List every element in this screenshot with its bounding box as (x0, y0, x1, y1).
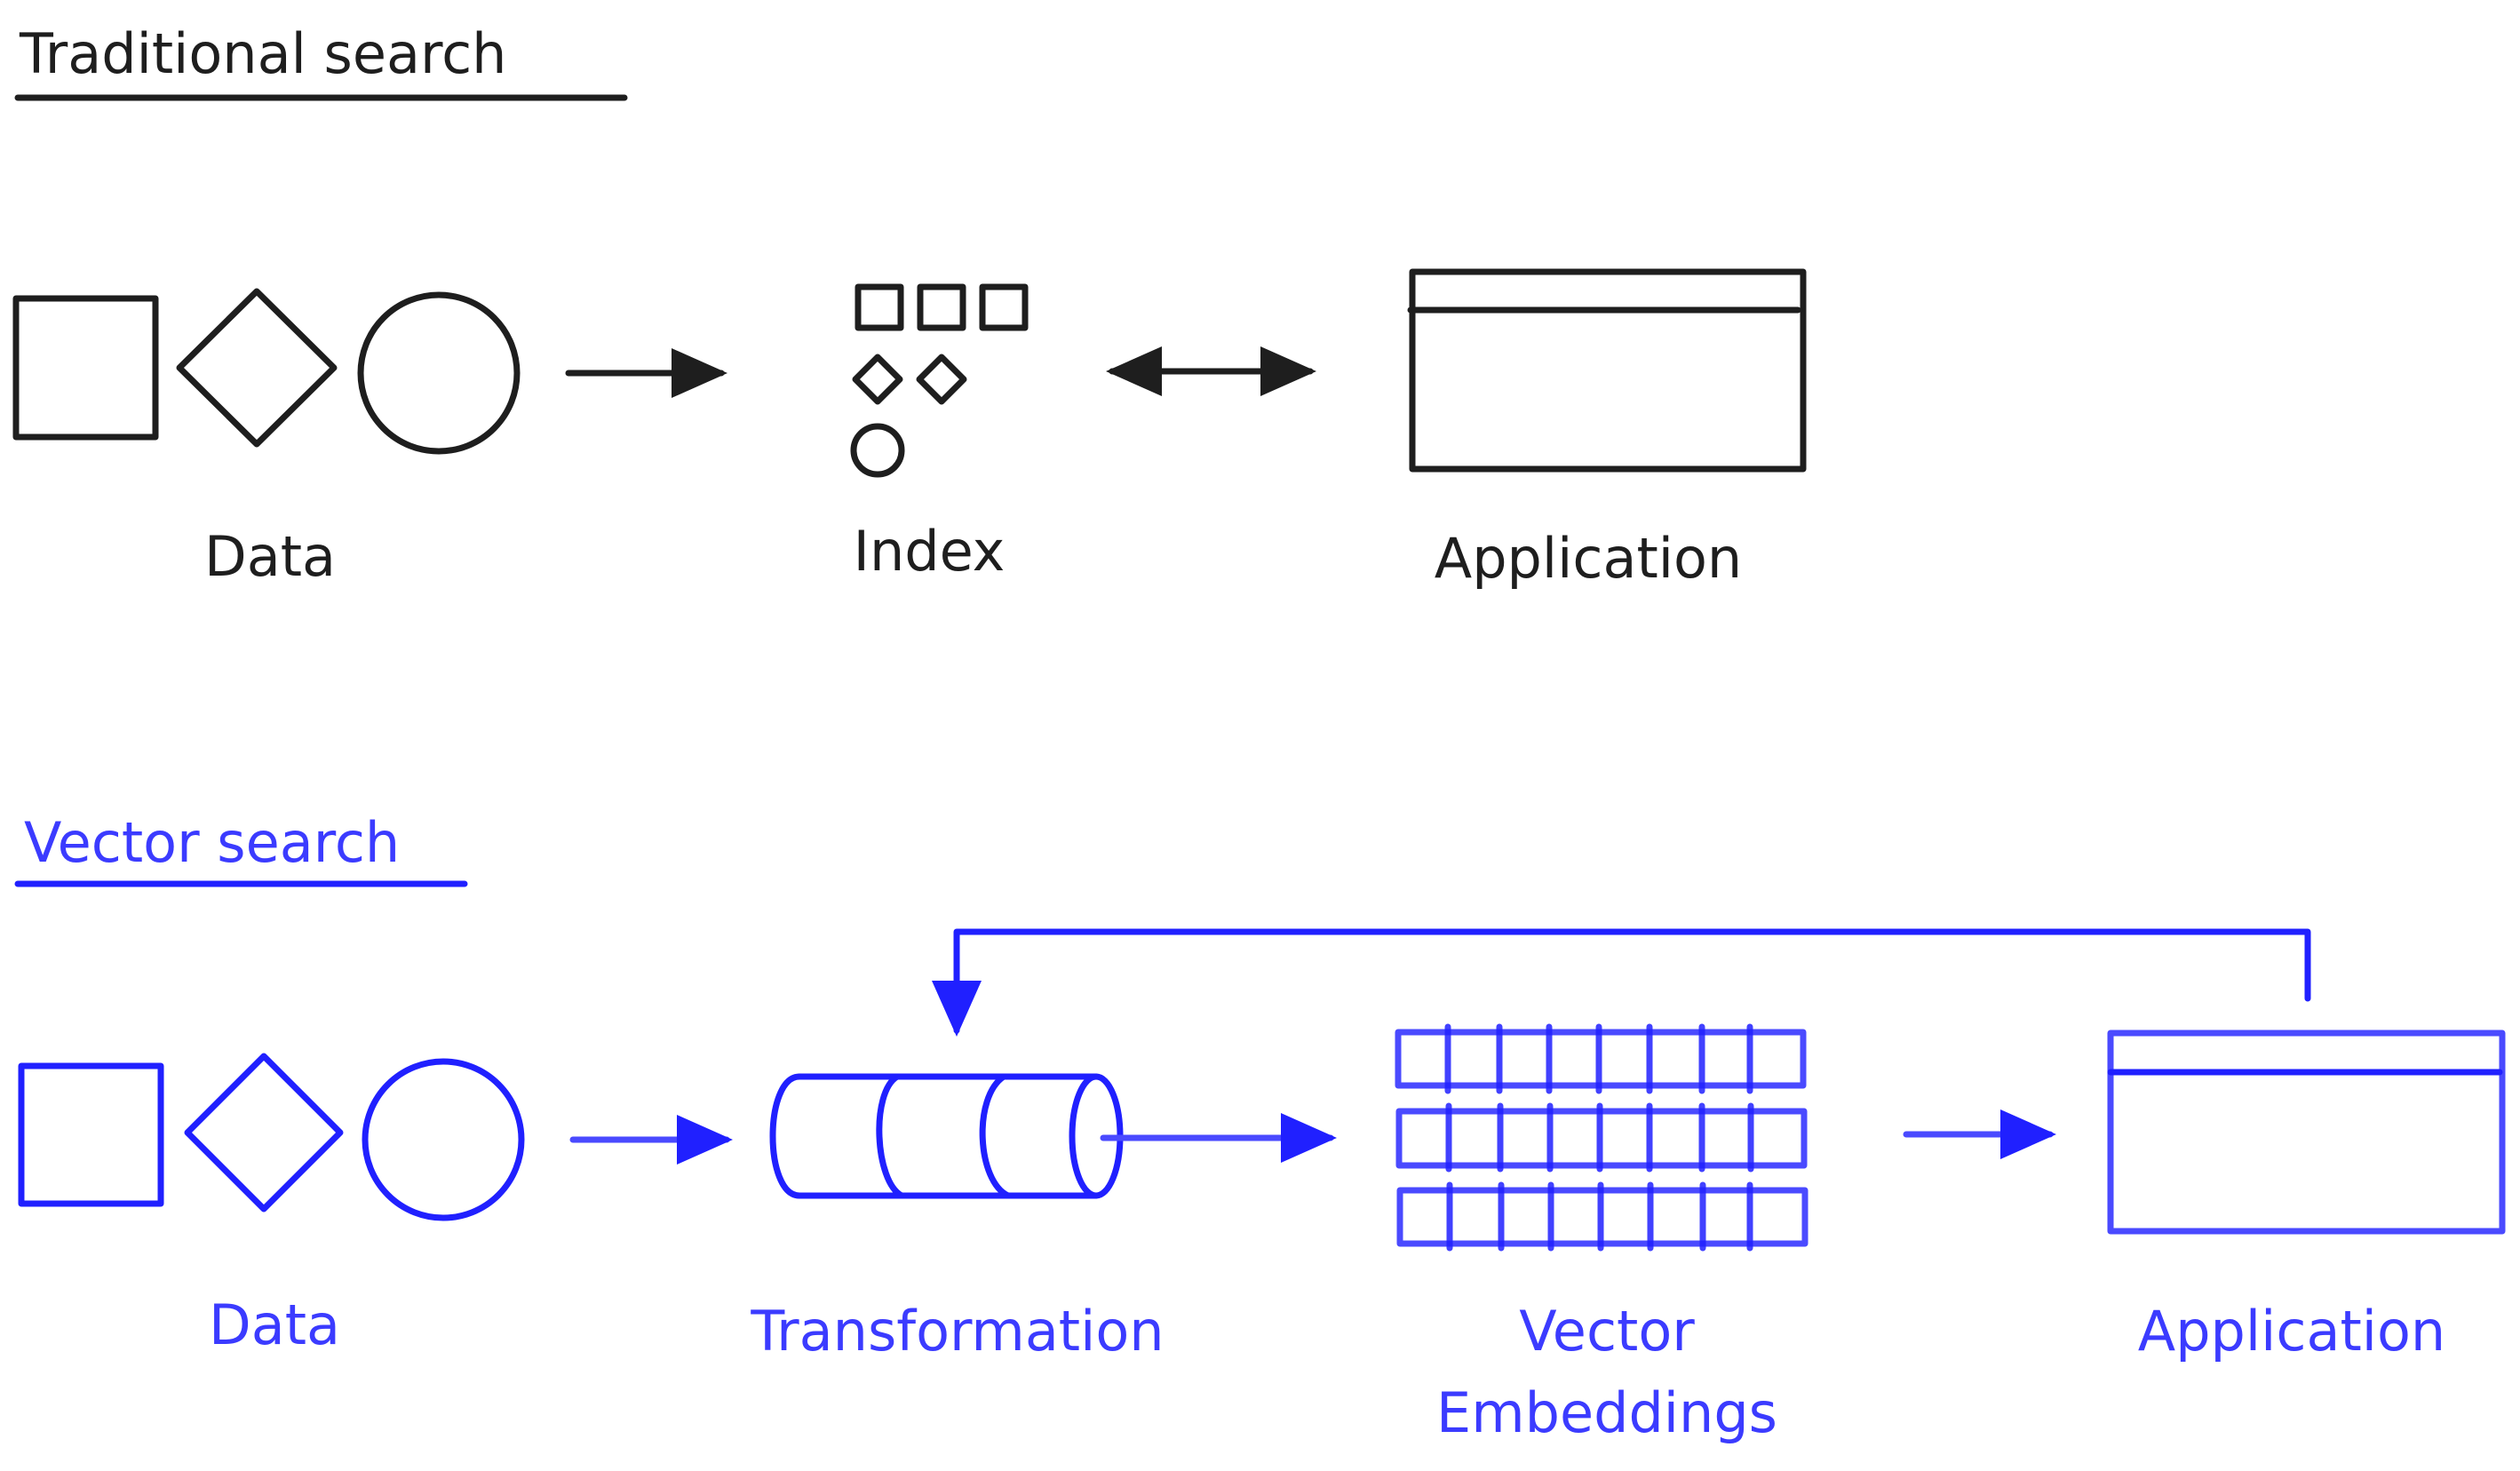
circle-shape (362, 1058, 525, 1221)
application-window-icon (1407, 268, 1807, 473)
data-shapes (12, 288, 521, 455)
transformation-label: Transformation (750, 1299, 1164, 1364)
data-label: Data (204, 524, 336, 589)
square-shape (18, 1062, 164, 1207)
vector-section: Vector search Data Transformation (14, 810, 2506, 1445)
data-label: Data (209, 1292, 340, 1357)
data-shapes (18, 1053, 525, 1221)
diamond-shape (176, 288, 338, 448)
traditional-section: Traditional search Data Index Applicatio… (12, 21, 1807, 591)
cylinder-icon (769, 1073, 1124, 1199)
application-label: Application (2138, 1299, 2445, 1364)
index-icon (850, 283, 1029, 478)
circle-shape (357, 291, 521, 455)
diamond-shape (184, 1053, 344, 1213)
traditional-title: Traditional search (19, 21, 506, 86)
application-label: Application (1435, 526, 1742, 591)
feedback-arrow (932, 928, 2311, 1037)
vector-embeddings-label-line1: Vector (1519, 1299, 1695, 1364)
application-window-icon (2107, 1030, 2506, 1235)
vector-embeddings-label-line2: Embeddings (1436, 1380, 1777, 1445)
vector-embeddings-grid-icon (1395, 1023, 1809, 1252)
index-label: Index (854, 519, 1006, 584)
vector-title: Vector search (24, 810, 400, 875)
square-shape (12, 295, 159, 441)
